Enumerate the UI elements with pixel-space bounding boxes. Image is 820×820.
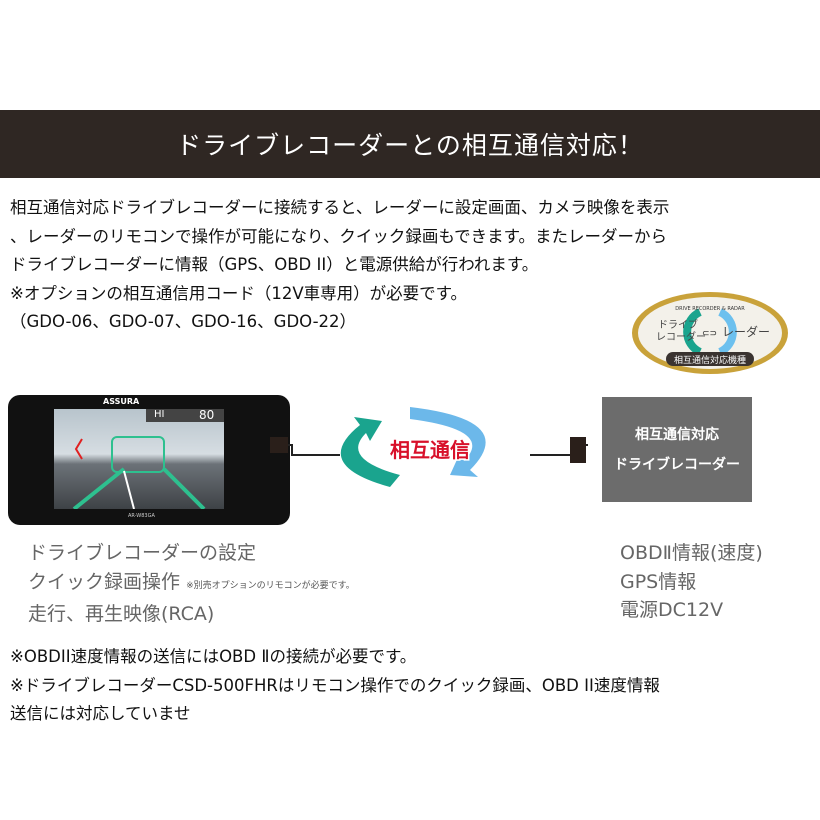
banner-title: ドライブレコーダーとの相互通信対応！ <box>176 131 644 160</box>
badge-right: レーダー <box>722 324 770 339</box>
intro-line: （GDO-06、GDO-07、GDO-16、GDO-22） <box>10 312 357 331</box>
mutual-comm-label: 相互通信 <box>390 438 470 462</box>
intro-line: ドライブレコーダーに情報（GPS、OBD II）と電源供給が行われます。 <box>10 255 539 274</box>
plug-right-icon <box>570 437 586 463</box>
blue-arrow-icon <box>410 407 486 477</box>
warning-chevron-icon <box>74 438 83 460</box>
intro-line: 相互通信対応ドライブレコーダーに接続すると、レーダーに設定画面、カメラ映像を表示 <box>10 198 670 217</box>
teal-arrow-icon <box>683 308 702 356</box>
footnote: ※OBDII速度情報の送信にはOBD Ⅱの接続が必要です。 <box>10 647 417 666</box>
device-model: AR-W83GA <box>128 513 155 519</box>
footnote: 送信には対応していませ <box>10 704 191 723</box>
badge-bottom: 相互通信対応機種 <box>674 354 746 366</box>
compatibility-badge: DRIVE RECORDER & RADAR ドライブ レコーダー ⊂⊃ レーダ… <box>632 292 788 374</box>
badge-left2: レコーダー <box>656 330 706 343</box>
footnote: ※ドライブレコーダーCSD-500FHRはリモコン操作でのクイック録画、OBD … <box>10 675 660 695</box>
cable <box>280 444 340 456</box>
radar-device: ASSURA HI 80 AR-W83GA <box>8 395 290 525</box>
hud-mode: HI <box>154 409 165 420</box>
right-caption: 電源DC12V <box>620 599 724 621</box>
device-brand: ASSURA <box>103 397 140 406</box>
link-icon: ⊂⊃ <box>702 329 717 339</box>
intro-line: 、レーダーのリモコンで操作が可能になり、クイック録画もできます。またレーダーから <box>10 226 668 246</box>
footnotes: ※OBDII速度情報の送信にはOBD Ⅱの接続が必要です。 ※ドライブレコーダー… <box>10 643 660 729</box>
plug-left-icon <box>270 437 288 453</box>
intro-line: ※オプションの相互通信用コード（12V車専用）が必要です。 <box>10 283 467 303</box>
badge-top: DRIVE RECORDER & RADAR <box>675 306 745 312</box>
blue-arrow-icon <box>718 308 737 356</box>
connection-diagram: 相互通信 <box>270 407 588 487</box>
left-captions: ドライブレコーダーの設定 クイック録画操作 ※別売オプションのリモコンが必要です… <box>28 539 355 629</box>
drive-recorder-box: 相互通信対応 ドライブレコーダー <box>602 397 752 502</box>
hud-speed: 80 <box>199 409 215 422</box>
device-screen: HI 80 <box>54 409 224 509</box>
box-line1: 相互通信対応 <box>635 426 719 443</box>
right-captions: OBDⅡ情報(速度) GPS情報 電源DC12V <box>620 539 763 625</box>
badge-left1: ドライブ <box>658 318 698 331</box>
left-caption: 走行、再生映像(RCA) <box>28 603 215 625</box>
teal-arrow-icon <box>340 417 400 487</box>
right-caption: GPS情報 <box>620 570 697 593</box>
hud-overlay <box>72 409 224 509</box>
remote-note: ※別売オプションのリモコンが必要です。 <box>186 580 355 591</box>
section-banner: ドライブレコーダーとの相互通信対応！ <box>0 110 820 178</box>
left-caption: クイック録画操作 <box>28 570 181 593</box>
right-caption: OBDⅡ情報(速度) <box>620 542 763 564</box>
left-caption: ドライブレコーダーの設定 <box>28 542 257 564</box>
box-line2: ドライブレコーダー <box>614 456 740 473</box>
intro-text: 相互通信対応ドライブレコーダーに接続すると、レーダーに設定画面、カメラ映像を表示… <box>10 194 669 337</box>
